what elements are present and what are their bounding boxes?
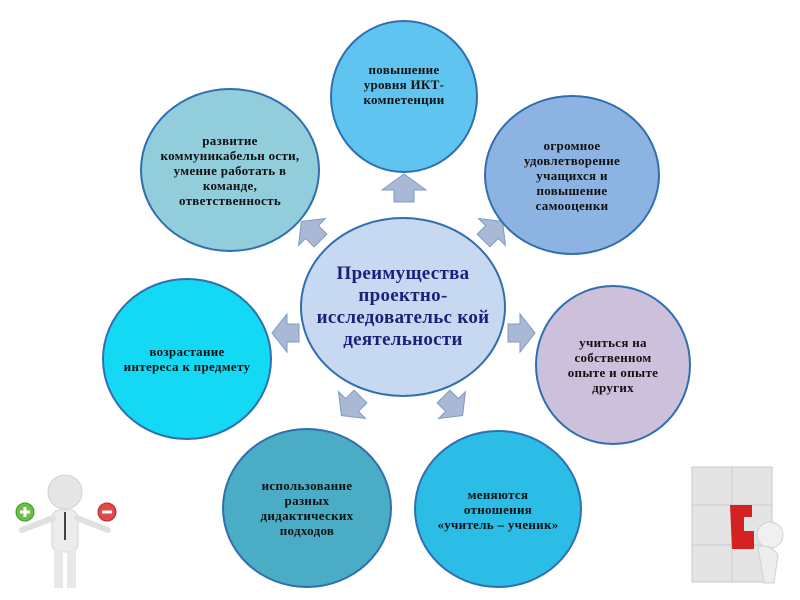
node-ict-competence: повышение уровня ИКТ-компетенции xyxy=(330,20,478,173)
node-label: возрастание интереса к предмету xyxy=(123,344,251,374)
node-label: использование разных дидактических подхо… xyxy=(260,478,354,538)
center-label: Преимущества проектно-исследовательс кой… xyxy=(316,263,490,350)
node-label: учиться на собственном опыте и опыте дру… xyxy=(567,335,659,395)
arrow-left xyxy=(271,312,300,354)
node-label: развитие коммуникабельн ости, умение раб… xyxy=(160,132,300,208)
arrow-up-left xyxy=(297,217,328,248)
node-didactic-approaches: использование разных дидактических подхо… xyxy=(222,428,392,588)
node-own-experience: учиться на собственном опыте и опыте дру… xyxy=(535,285,691,445)
node-label: огромное удовлетворение учащихся и повыш… xyxy=(523,137,621,213)
pros-cons-figure xyxy=(15,474,117,588)
minus-icon xyxy=(97,502,117,522)
arrow-down-right xyxy=(436,389,467,420)
puzzle-figure xyxy=(691,466,784,584)
node-label: меняются отношения «учитель – ученик» xyxy=(437,486,559,532)
arrow-right xyxy=(507,312,536,354)
arrow-down-left xyxy=(337,389,368,420)
node-subject-interest: возрастание интереса к предмету xyxy=(102,278,272,440)
arrow-up xyxy=(380,173,428,203)
arrow-up-right xyxy=(476,217,507,248)
plus-icon xyxy=(15,502,35,522)
node-communication: развитие коммуникабельн ости, умение раб… xyxy=(140,88,320,252)
node-satisfaction: огромное удовлетворение учащихся и повыш… xyxy=(484,95,660,255)
center-circle: Преимущества проектно-исследовательс кой… xyxy=(300,217,506,397)
node-teacher-student: меняются отношения «учитель – ученик» xyxy=(414,430,582,588)
node-label: повышение уровня ИКТ-компетенции xyxy=(363,62,445,107)
